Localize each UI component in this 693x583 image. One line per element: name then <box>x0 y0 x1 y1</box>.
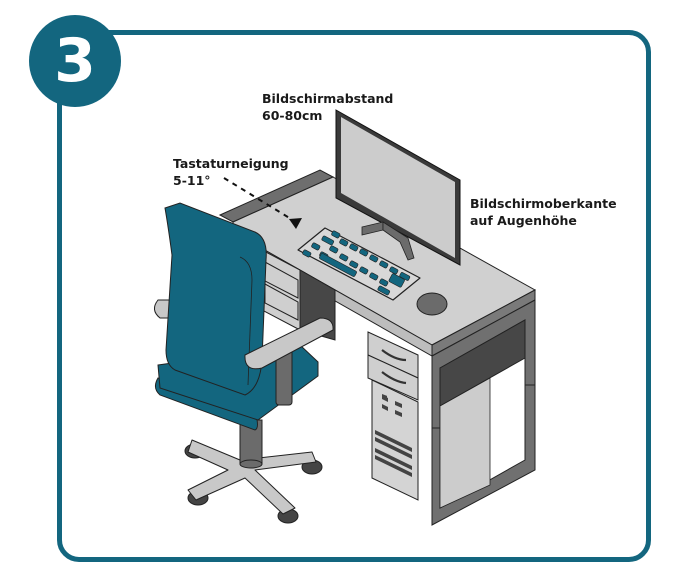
desk <box>218 169 537 526</box>
monitor <box>335 109 461 266</box>
label-screen-distance-line2: 60-80cm <box>262 108 323 123</box>
label-screen-top-line2: auf Augenhöhe <box>470 213 577 228</box>
step-badge: 3 <box>29 15 121 107</box>
mouse <box>416 292 448 316</box>
keyboard <box>297 227 421 301</box>
office-chair <box>154 202 334 524</box>
pc-tower <box>371 379 419 501</box>
label-screen-top: Bildschirmoberkante auf Augenhöhe <box>470 195 617 229</box>
label-screen-distance-line1: Bildschirmabstand <box>262 91 394 106</box>
drawer-unit <box>367 331 419 401</box>
label-keyboard-tilt-line1: Tastaturneigung <box>173 156 289 171</box>
label-screen-distance: Bildschirmabstand 60-80cm <box>262 90 393 124</box>
tilt-arrow <box>223 177 302 229</box>
step-number: 3 <box>54 26 96 96</box>
chair-base <box>184 439 323 524</box>
label-keyboard-tilt: Tastaturneigung 5-11° <box>173 155 289 189</box>
label-screen-top-line1: Bildschirmoberkante <box>470 196 617 211</box>
card-frame <box>57 30 651 562</box>
label-keyboard-tilt-line2: 5-11° <box>173 173 211 188</box>
